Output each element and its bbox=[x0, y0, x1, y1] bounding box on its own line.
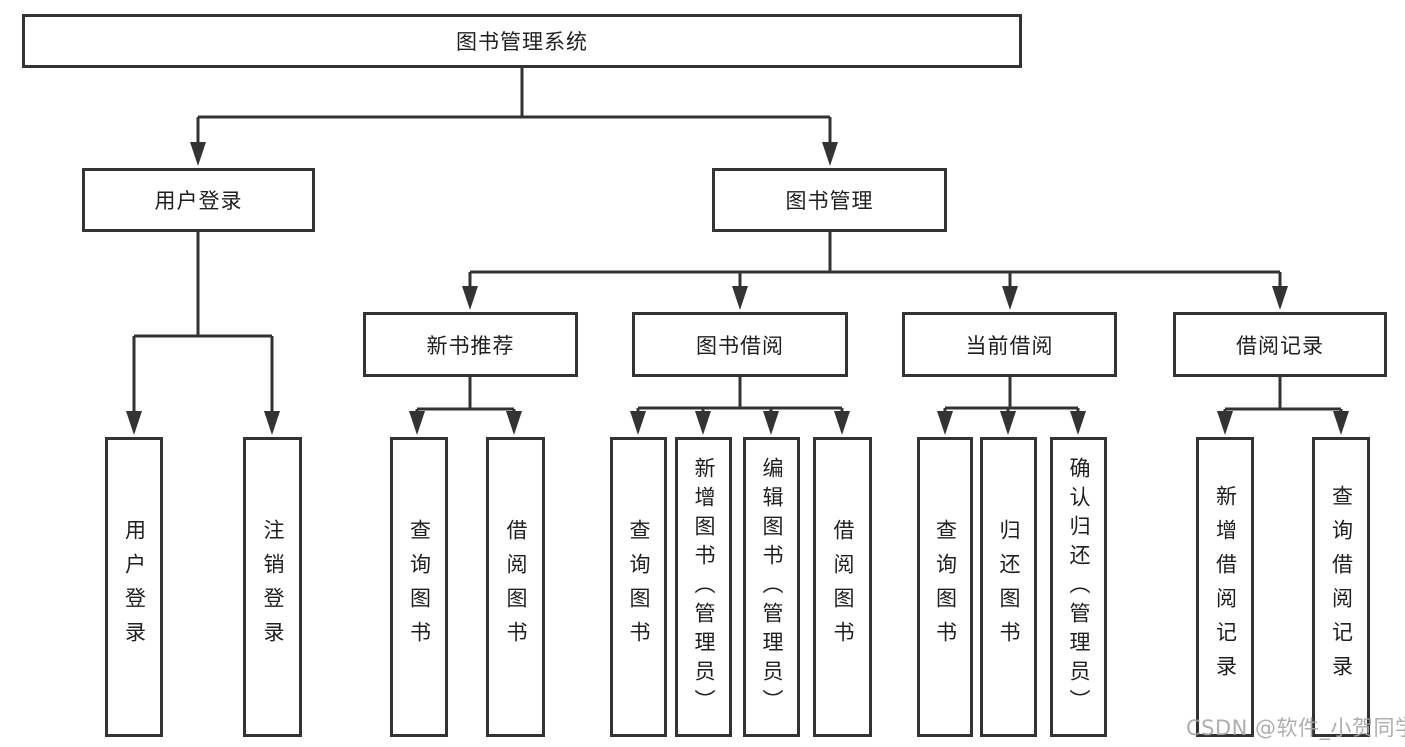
arrowhead bbox=[1070, 411, 1086, 435]
arrowhead bbox=[1272, 286, 1288, 310]
arrowhead bbox=[937, 411, 953, 435]
arrowhead bbox=[409, 411, 425, 435]
leaf-borrow-borrow-books-label: 借阅图书 bbox=[831, 519, 855, 655]
node-book-management: 图书管理 bbox=[712, 168, 947, 232]
leaf-logout-label: 注销登录 bbox=[261, 519, 285, 655]
node-root-label: 图书管理系统 bbox=[456, 30, 588, 54]
leaf-recommend-borrow-books: 借阅图书 bbox=[486, 437, 545, 737]
arrowhead bbox=[264, 411, 280, 435]
arrowhead bbox=[506, 411, 522, 435]
leaf-user-login-label: 用户登录 bbox=[122, 519, 147, 655]
leaf-borrow-query-books: 查询图书 bbox=[610, 437, 667, 737]
arrowhead bbox=[462, 286, 478, 310]
node-current-borrow: 当前借阅 bbox=[902, 312, 1117, 377]
leaf-recommend-query-books: 查询图书 bbox=[390, 437, 448, 737]
arrowhead bbox=[732, 286, 748, 310]
leaf-current-query-books-label: 查询图书 bbox=[933, 519, 958, 655]
arrowhead bbox=[695, 411, 711, 435]
leaf-borrow-add-books-admin-label: 新增图书（管理员） bbox=[692, 456, 716, 718]
leaf-logout: 注销登录 bbox=[243, 437, 302, 737]
leaf-borrow-borrow-books: 借阅图书 bbox=[813, 437, 872, 737]
arrowhead bbox=[1000, 411, 1016, 435]
arrowhead bbox=[1002, 286, 1018, 310]
arrowhead bbox=[763, 411, 779, 435]
connector-bookmgmt-to-level3 bbox=[468, 232, 1282, 294]
leaf-current-confirm-return-admin: 确认归还（管理员） bbox=[1050, 437, 1107, 737]
csdn-watermark: CSDN @软件_小贺同学 bbox=[1186, 716, 1405, 740]
arrowhead bbox=[1333, 411, 1349, 435]
leaf-current-return-books-label: 归还图书 bbox=[997, 519, 1021, 655]
node-new-book-recommend-label: 新书推荐 bbox=[426, 333, 515, 358]
leaf-recommend-borrow-books-label: 借阅图书 bbox=[504, 519, 528, 655]
connector-records-to-leaves bbox=[1223, 377, 1343, 421]
connector-root-to-level2 bbox=[196, 68, 832, 150]
leaf-recommend-query-books-label: 查询图书 bbox=[407, 519, 432, 655]
node-user-login-label: 用户登录 bbox=[154, 189, 243, 213]
arrowheads bbox=[126, 142, 1349, 435]
leaf-borrow-add-books-admin: 新增图书（管理员） bbox=[675, 437, 732, 737]
node-borrow-records-label: 借阅记录 bbox=[1236, 333, 1324, 358]
node-user-login: 用户登录 bbox=[82, 168, 315, 232]
leaf-current-query-books: 查询图书 bbox=[917, 437, 973, 737]
leaf-records-query-record: 查询借阅记录 bbox=[1312, 437, 1370, 737]
arrowhead bbox=[126, 411, 142, 435]
arrowhead bbox=[1217, 411, 1233, 435]
arrowhead bbox=[190, 142, 206, 166]
leaf-borrow-edit-books-admin: 编辑图书（管理员） bbox=[743, 437, 800, 737]
connector-userlogin-to-leaves bbox=[132, 232, 274, 419]
node-current-borrow-label: 当前借阅 bbox=[965, 333, 1054, 358]
arrowhead bbox=[834, 411, 850, 435]
leaf-current-confirm-return-admin-label: 确认归还（管理员） bbox=[1067, 456, 1091, 718]
node-borrow-records: 借阅记录 bbox=[1173, 312, 1387, 377]
connector-borrow-to-leaves bbox=[636, 377, 844, 421]
arrowhead bbox=[630, 411, 646, 435]
node-root: 图书管理系统 bbox=[22, 14, 1022, 68]
leaf-borrow-query-books-label: 查询图书 bbox=[627, 519, 651, 655]
connector-recommend-to-leaves bbox=[415, 377, 516, 421]
node-book-borrow: 图书借阅 bbox=[632, 312, 848, 377]
node-book-borrow-label: 图书借阅 bbox=[696, 333, 784, 358]
node-book-management-label: 图书管理 bbox=[785, 189, 874, 213]
leaf-records-query-record-label: 查询借阅记录 bbox=[1329, 485, 1354, 689]
leaf-borrow-edit-books-admin-label: 编辑图书（管理员） bbox=[760, 456, 784, 718]
leaf-records-add-record-label: 新增借阅记录 bbox=[1213, 485, 1238, 689]
leaf-current-return-books: 归还图书 bbox=[980, 437, 1037, 737]
leaf-records-add-record: 新增借阅记录 bbox=[1196, 437, 1254, 737]
arrowhead bbox=[822, 142, 838, 166]
node-new-book-recommend: 新书推荐 bbox=[363, 312, 578, 377]
leaf-user-login: 用户登录 bbox=[105, 437, 163, 737]
